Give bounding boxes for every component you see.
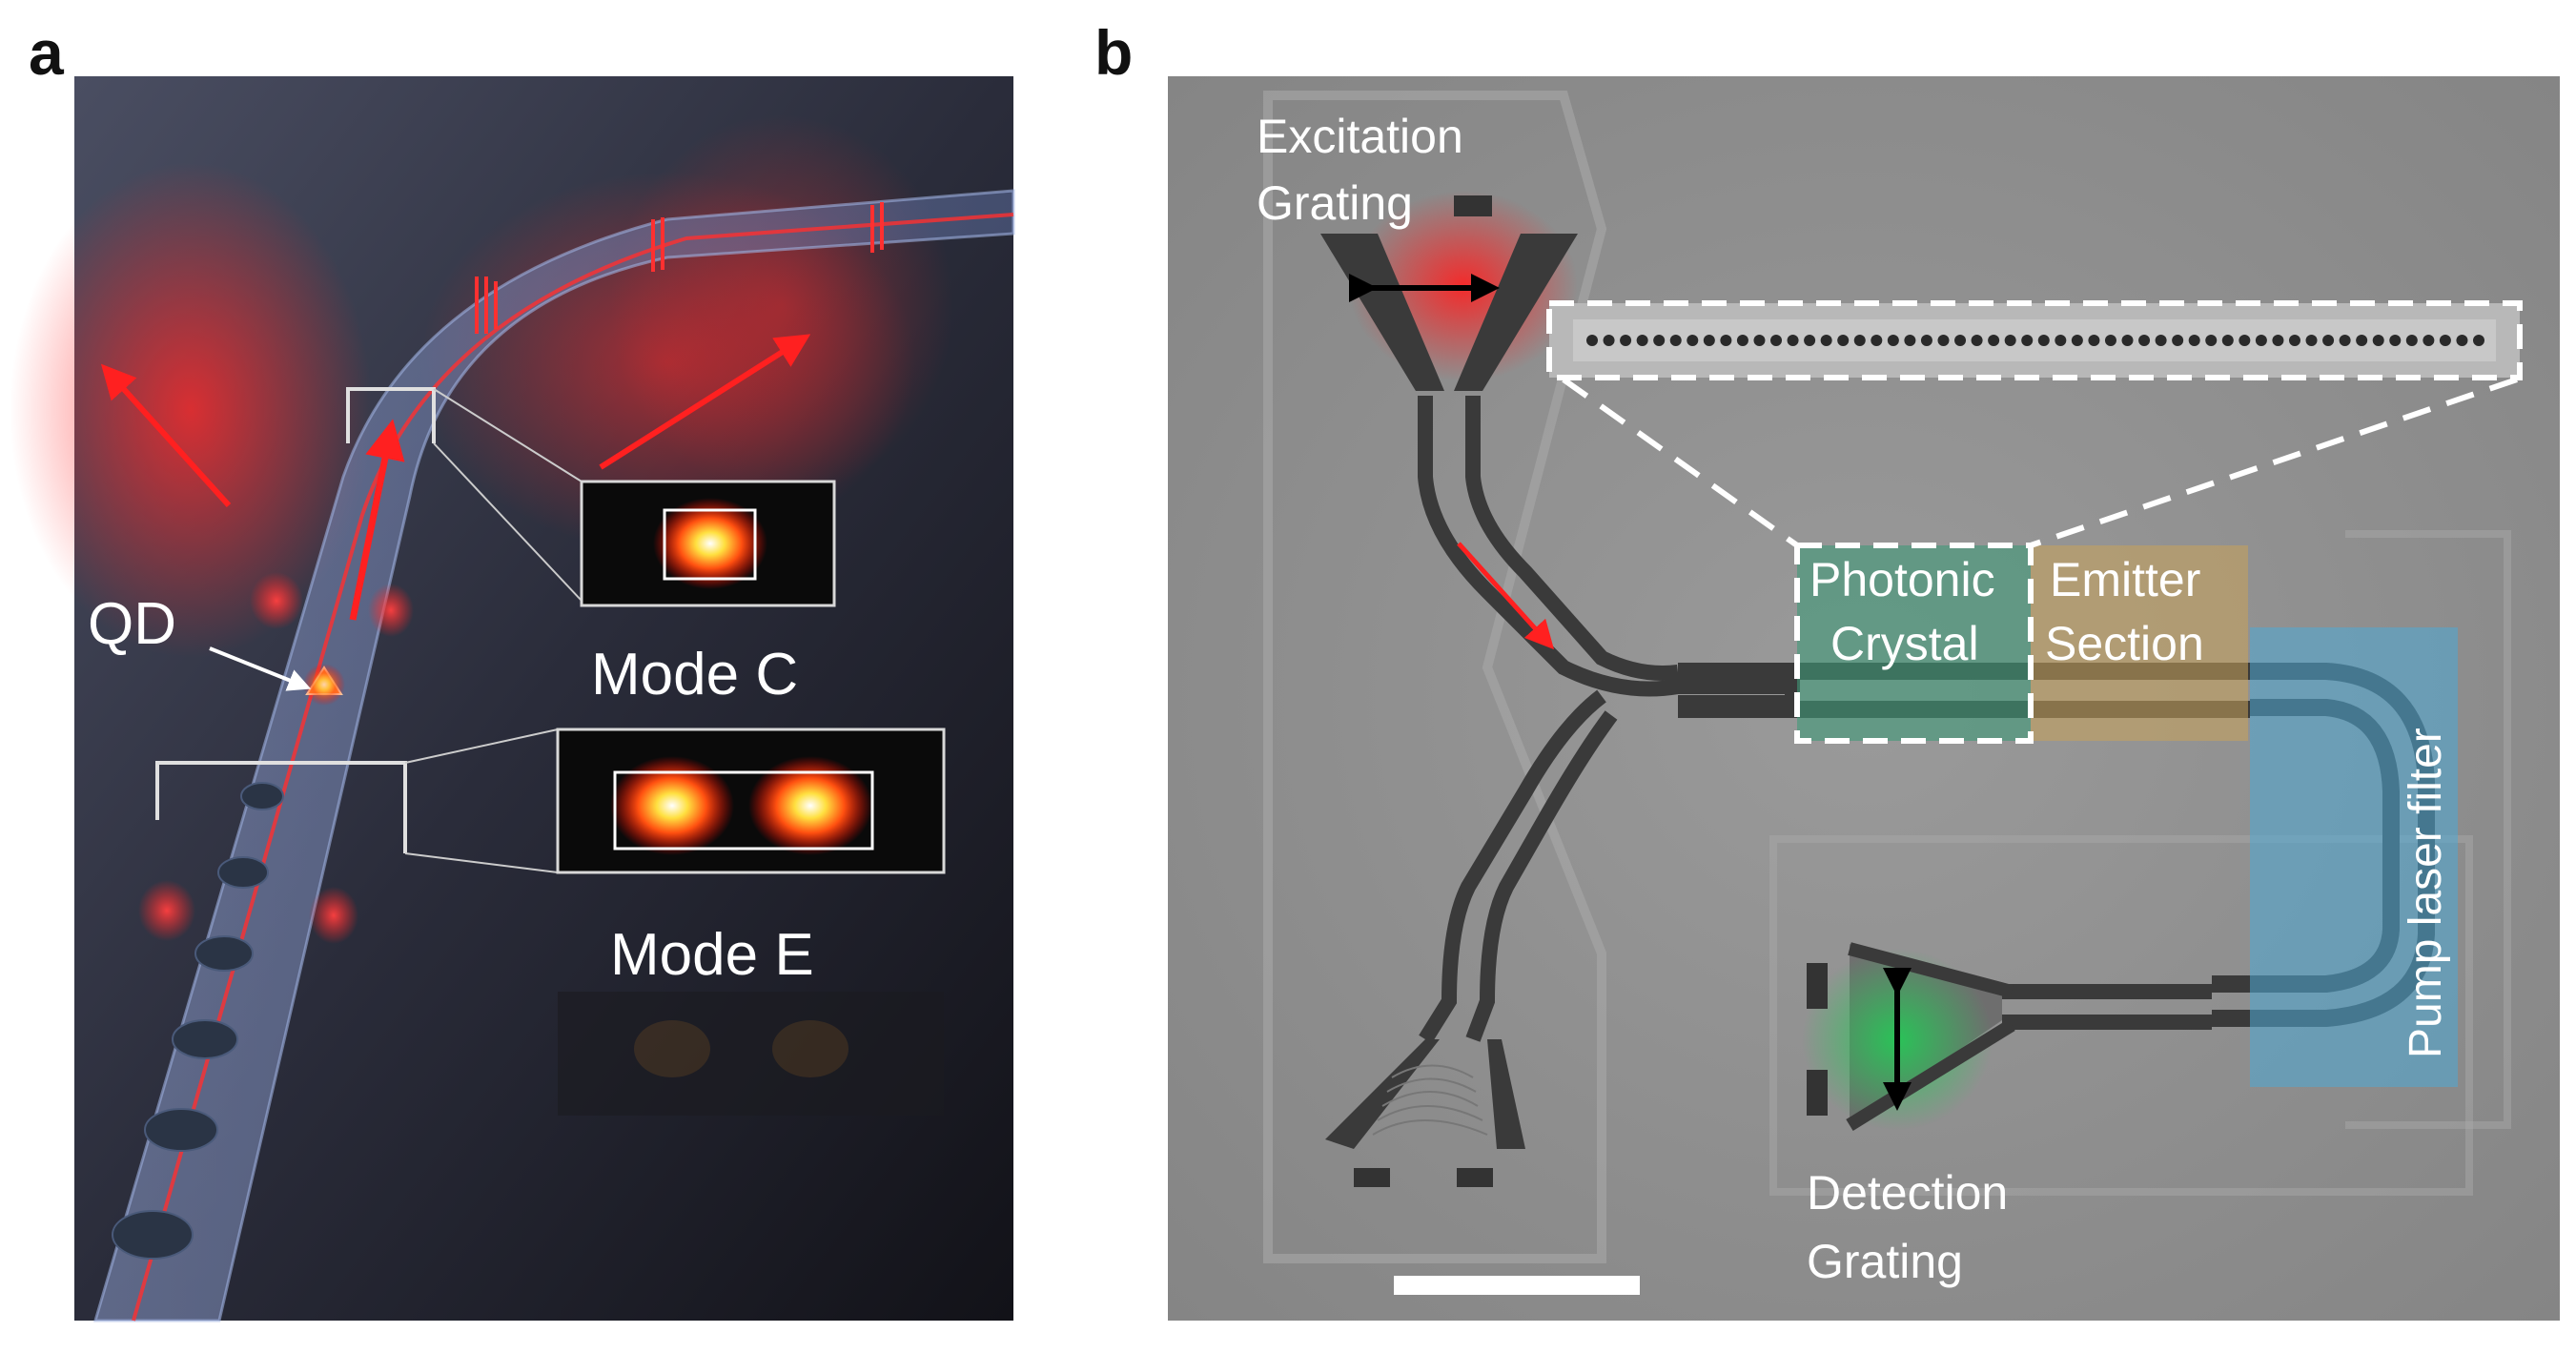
background-red-glow bbox=[10, 162, 372, 658]
crystal-hole bbox=[1586, 335, 1598, 346]
crystal-hole bbox=[2138, 335, 2151, 346]
crystal-hole bbox=[1853, 335, 1866, 346]
crystal-hole bbox=[1687, 335, 1699, 346]
crystal-hole bbox=[2104, 335, 2116, 346]
crystal-hole bbox=[1770, 335, 1783, 346]
panel-letter-a: a bbox=[29, 17, 64, 88]
crystal-hole bbox=[1603, 335, 1615, 346]
crystal-hole bbox=[2456, 335, 2468, 346]
crystal-hole bbox=[1988, 335, 2000, 346]
crystal-hole bbox=[2188, 335, 2200, 346]
scale-bar bbox=[1394, 1276, 1640, 1295]
crystal-hole bbox=[2155, 335, 2167, 346]
crystal-hole bbox=[1871, 335, 1883, 346]
crystal-hole bbox=[2221, 335, 2234, 346]
mode-e-label: Mode E bbox=[610, 922, 814, 988]
crystal-hole bbox=[1937, 335, 1950, 346]
photonic-crystal-zoom-inset bbox=[1546, 300, 2523, 380]
crystal-hole bbox=[2121, 335, 2134, 346]
crystal-pillars bbox=[112, 782, 284, 1260]
crystal-hole bbox=[1971, 335, 1983, 346]
panel-a-illustration: QD Mode C Mode E bbox=[10, 76, 1015, 1322]
emitter-section-region bbox=[2031, 545, 2248, 741]
crystal-hole bbox=[2055, 335, 2067, 346]
photonic-crystal-region bbox=[1797, 545, 2031, 741]
panel-letter-b: b bbox=[1094, 17, 1134, 88]
detection-grating-label-1: Detection bbox=[1807, 1166, 2008, 1220]
crystal-hole bbox=[1954, 335, 1967, 346]
emitter-section-label-1: Emitter bbox=[2050, 553, 2200, 606]
crystal-hole bbox=[1653, 335, 1666, 346]
emission-arrow-left bbox=[100, 363, 232, 508]
crystal-hole bbox=[1703, 335, 1715, 346]
detection-grating-label-2: Grating bbox=[1807, 1235, 1963, 1288]
photonic-crystal-label-1: Photonic bbox=[1809, 553, 1995, 606]
crystal-hole bbox=[2239, 335, 2251, 346]
qd-label: QD bbox=[88, 591, 176, 657]
crystal-hole bbox=[1720, 335, 1732, 346]
crystal-hole bbox=[2389, 335, 2402, 346]
mode-c-label: Mode C bbox=[591, 642, 798, 707]
crystal-hole bbox=[2088, 335, 2100, 346]
mode-c-inset bbox=[580, 480, 836, 607]
crystal-hole bbox=[2473, 335, 2484, 346]
crystal-hole bbox=[1904, 335, 1916, 346]
crystal-hole bbox=[1820, 335, 1832, 346]
crystal-hole bbox=[2288, 335, 2300, 346]
crystal-hole bbox=[2255, 335, 2267, 346]
mode-e-inset bbox=[556, 728, 946, 874]
panel-b-sem-image: Excitation Grating Photonic Crystal Emit… bbox=[1168, 76, 2560, 1321]
zoom-box bbox=[1794, 543, 2034, 744]
pump-filter-region bbox=[2250, 627, 2458, 1087]
crystal-hole bbox=[2356, 335, 2368, 346]
emission-arrow-guided bbox=[349, 419, 405, 621]
crystal-hole bbox=[2372, 335, 2384, 346]
pump-filter-label: Pump laser filter bbox=[2401, 728, 2451, 1058]
crystal-hole bbox=[1636, 335, 1648, 346]
crystal-hole bbox=[2021, 335, 2034, 346]
crystal-hole bbox=[1920, 335, 1932, 346]
crystal-hole bbox=[1736, 335, 1748, 346]
emission-arrow-right bbox=[599, 334, 811, 470]
pulse-arrow-splitter bbox=[1457, 542, 1555, 650]
crystal-hole bbox=[1620, 335, 1632, 346]
crystal-hole bbox=[1837, 335, 1850, 346]
crystal-hole bbox=[2439, 335, 2451, 346]
crystal-hole bbox=[1804, 335, 1816, 346]
crystal-hole bbox=[1753, 335, 1766, 346]
crystal-hole bbox=[2423, 335, 2435, 346]
crystal-hole bbox=[2305, 335, 2318, 346]
photonic-crystal-label-2: Crystal bbox=[1830, 617, 1979, 670]
crystal-hole bbox=[2322, 335, 2335, 346]
section-bracket-c bbox=[346, 387, 436, 443]
ridge-waveguide bbox=[92, 189, 1015, 1322]
emitter-section-label-2: Section bbox=[2045, 617, 2204, 670]
crystal-hole bbox=[1787, 335, 1799, 346]
crystal-hole bbox=[2004, 335, 2016, 346]
crystal-hole bbox=[2405, 335, 2418, 346]
crystal-hole bbox=[2071, 335, 2083, 346]
section-bracket-e bbox=[155, 761, 407, 853]
excitation-grating-label-2: Grating bbox=[1257, 176, 1413, 230]
crystal-hole bbox=[2272, 335, 2284, 346]
crystal-hole bbox=[2037, 335, 2050, 346]
qd-pointer-arrow bbox=[209, 646, 312, 691]
crystal-hole bbox=[1887, 335, 1899, 346]
crystal-hole bbox=[1669, 335, 1682, 346]
crystal-hole bbox=[2205, 335, 2218, 346]
crystal-hole bbox=[2172, 335, 2184, 346]
excitation-grating-label-1: Excitation bbox=[1257, 110, 1463, 163]
crystal-hole bbox=[2339, 335, 2351, 346]
